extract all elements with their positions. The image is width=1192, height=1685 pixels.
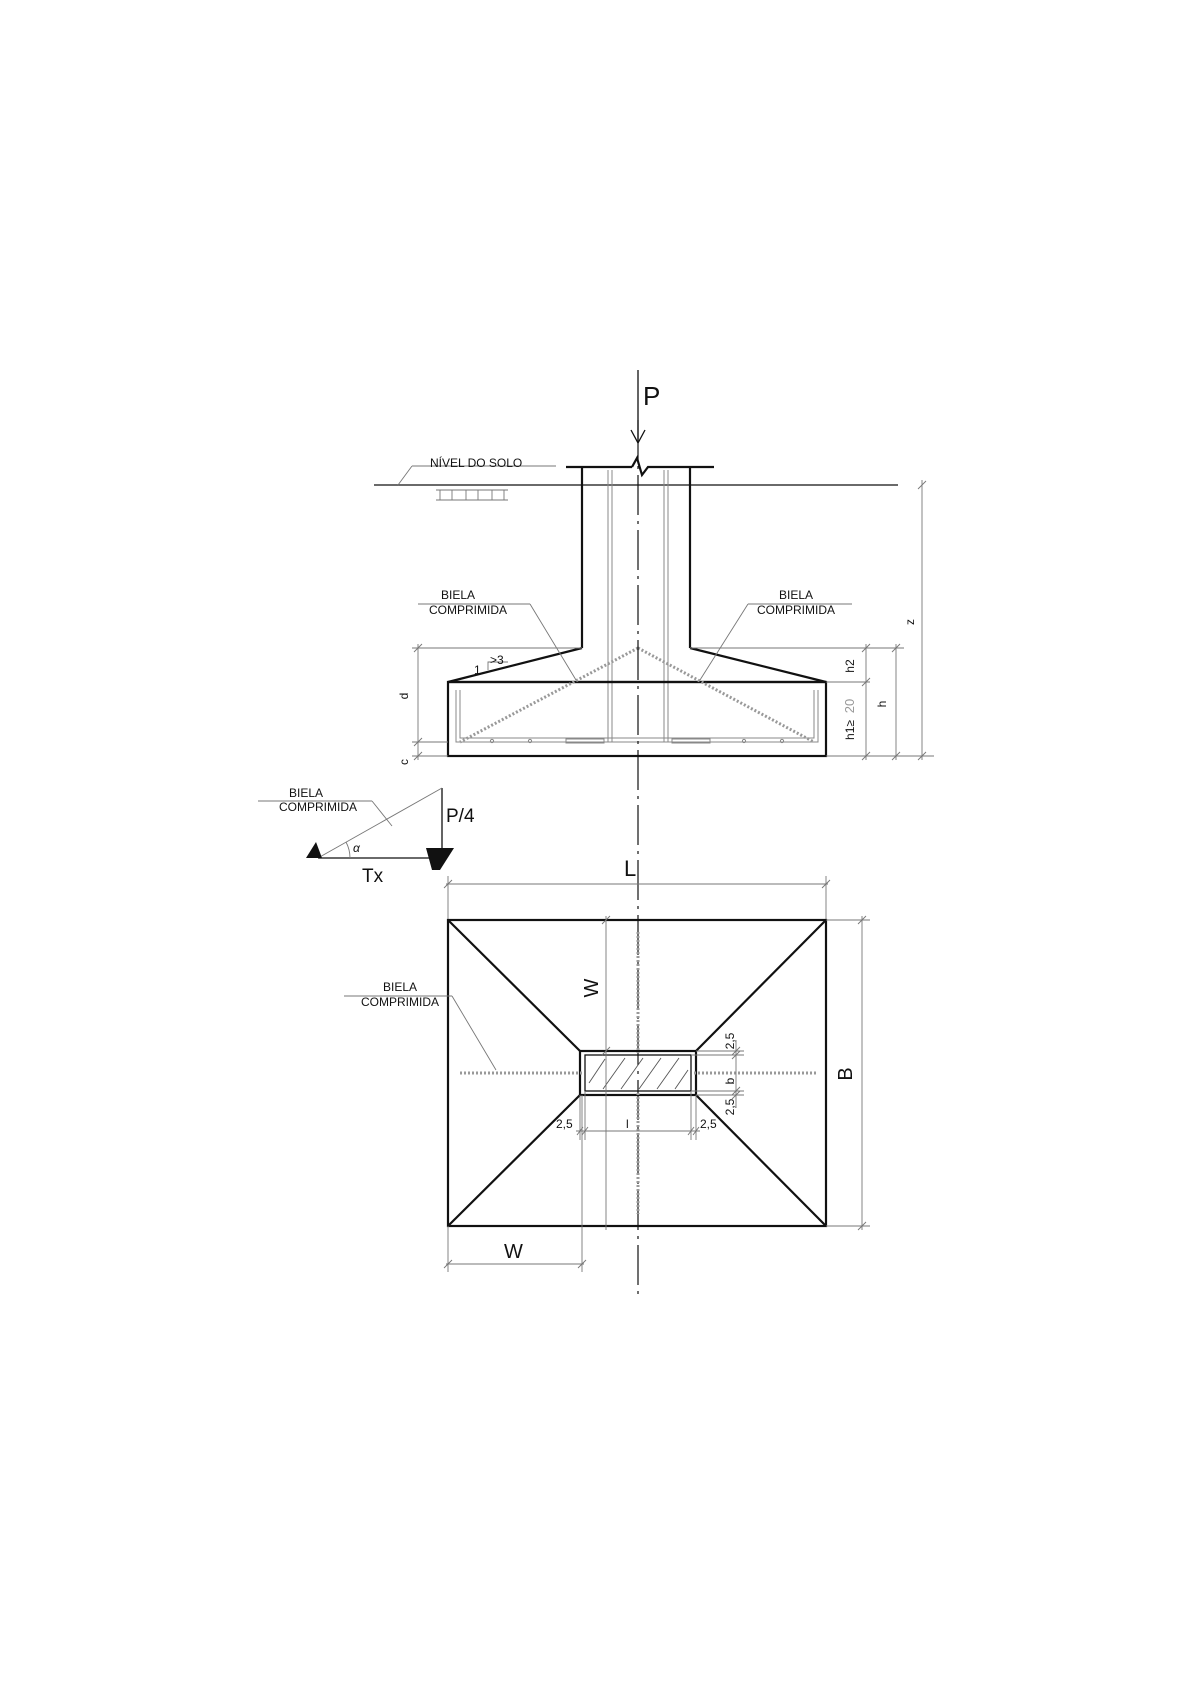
dim-l-label: l (626, 1117, 629, 1131)
dim-25-top: 2,5 (723, 1032, 737, 1049)
dim-L (444, 876, 830, 920)
ground-level-label: NÍVEL DO SOLO (430, 455, 522, 470)
biela-triangle-line1: BIELA (289, 786, 323, 800)
dim-b-label: b (723, 1077, 737, 1084)
biela-right-line2: COMPRIMIDA (757, 603, 835, 617)
biela-plan-line2: COMPRIMIDA (361, 995, 439, 1009)
biela-triangle-line2: COMPRIMIDA (279, 800, 357, 814)
load-label: P (643, 381, 660, 411)
footing-elevation (448, 648, 826, 756)
slope-3-label: >3 (490, 653, 504, 667)
dim-h1-label: h1≥ (843, 720, 857, 740)
force-horizontal-label: Tx (362, 866, 384, 887)
dim-h2-label: h2 (843, 659, 857, 673)
dim-B-label: B (835, 1067, 857, 1080)
dim-25-bottom: 2,5 (723, 1098, 737, 1115)
ground-line (374, 466, 898, 500)
dim-L-label: L (624, 856, 636, 881)
dim-d-label: d (397, 693, 411, 700)
dim-c-label: c (397, 759, 411, 765)
dim-W-vertical (602, 916, 610, 1230)
dim-25-right: 2,5 (700, 1117, 717, 1131)
dim-h1-value: 20 (842, 699, 857, 713)
dim-W-horizontal-label: W (504, 1241, 523, 1263)
dim-right-elevation (690, 480, 934, 760)
dim-z-label: z (903, 619, 917, 625)
biela-left-line2: COMPRIMIDA (429, 603, 507, 617)
force-vertical-label: P/4 (446, 806, 475, 827)
biela-right-line1: BIELA (779, 588, 813, 602)
dim-h-label: h (875, 701, 889, 708)
angle-label: α (353, 841, 361, 855)
column (566, 458, 714, 742)
dim-25-left: 2,5 (556, 1117, 573, 1131)
biela-plan-line1: BIELA (383, 980, 417, 994)
dim-W-vertical-label: W (581, 978, 603, 997)
biela-left-line1: BIELA (441, 588, 475, 602)
biela-struts-elevation (460, 648, 814, 742)
slope-1-label: 1 (474, 663, 481, 677)
